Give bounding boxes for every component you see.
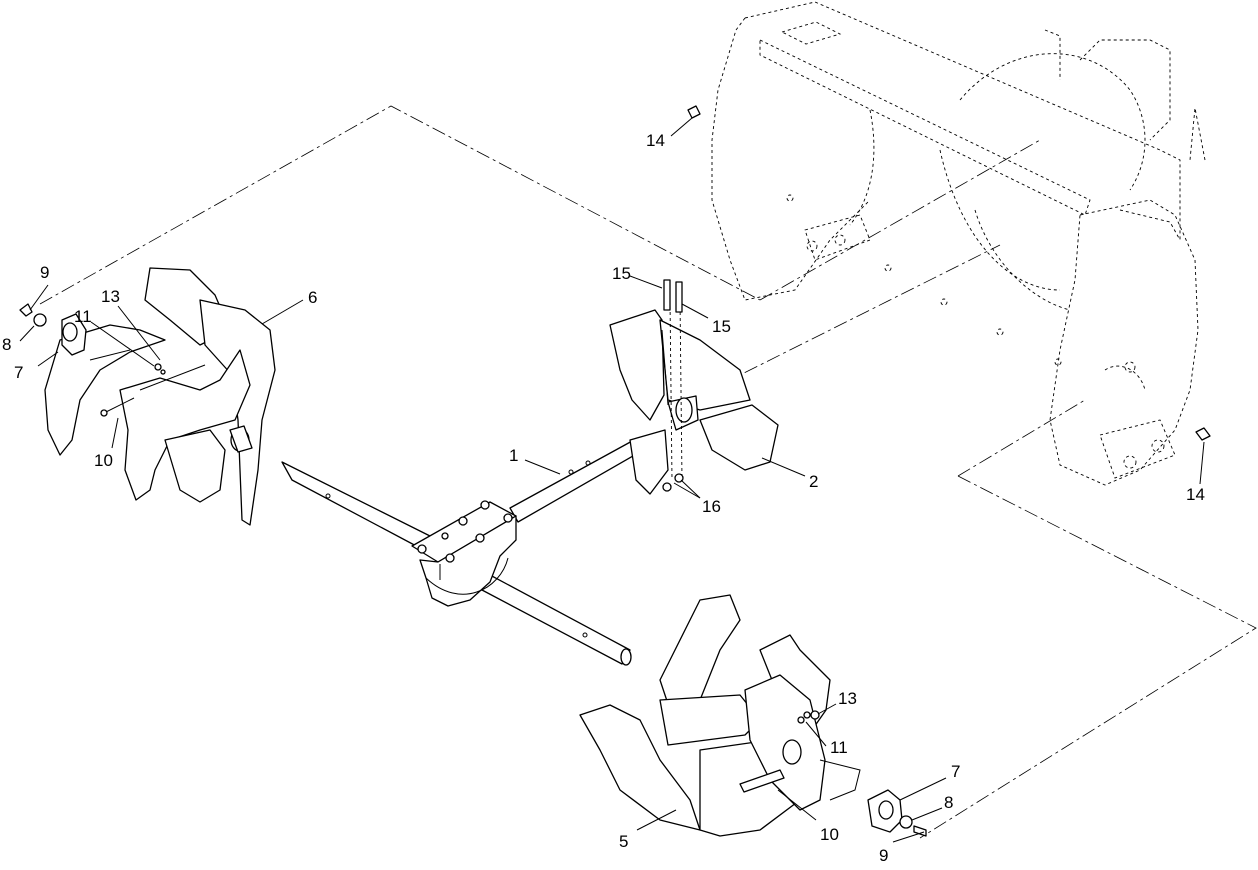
callout-13-left: 13 bbox=[101, 287, 120, 306]
auger-housing bbox=[711, 1, 1206, 486]
callout-6: 6 bbox=[308, 288, 317, 307]
right-bearing-hardware bbox=[867, 789, 927, 837]
callout-7-right: 7 bbox=[951, 762, 960, 781]
leader-lines bbox=[19, 117, 1205, 843]
callout-11-left: 11 bbox=[74, 307, 92, 326]
callout-9-right: 9 bbox=[879, 846, 888, 865]
gearbox bbox=[411, 500, 517, 607]
callout-16: 16 bbox=[702, 497, 721, 516]
callout-2: 2 bbox=[809, 472, 818, 491]
callout-14-left: 14 bbox=[646, 131, 665, 150]
left-bearing-hardware bbox=[19, 303, 87, 356]
callout-5: 5 bbox=[619, 832, 628, 851]
impeller bbox=[609, 299, 779, 495]
callout-10-left: 10 bbox=[94, 451, 113, 470]
callout-15-right: 15 bbox=[712, 317, 731, 336]
left-auger bbox=[44, 267, 276, 526]
callout-10-right: 10 bbox=[820, 825, 839, 844]
callout-7-left: 7 bbox=[14, 363, 23, 382]
callout-13-right: 13 bbox=[838, 689, 857, 708]
callout-1: 1 bbox=[509, 446, 518, 465]
right-auger bbox=[579, 594, 861, 837]
callout-11-right: 11 bbox=[830, 738, 848, 757]
phantom-reference-lines bbox=[39, 105, 1257, 839]
callout-8-right: 8 bbox=[944, 793, 953, 812]
callout-14-right: 14 bbox=[1186, 485, 1205, 504]
callout-9-left: 9 bbox=[40, 263, 49, 282]
callout-15-left: 15 bbox=[612, 264, 631, 283]
callout-labels: 1 2 5 6 7 7 8 8 9 9 10 10 11 11 13 13 14… bbox=[2, 131, 1205, 865]
callout-8-left: 8 bbox=[2, 335, 11, 354]
